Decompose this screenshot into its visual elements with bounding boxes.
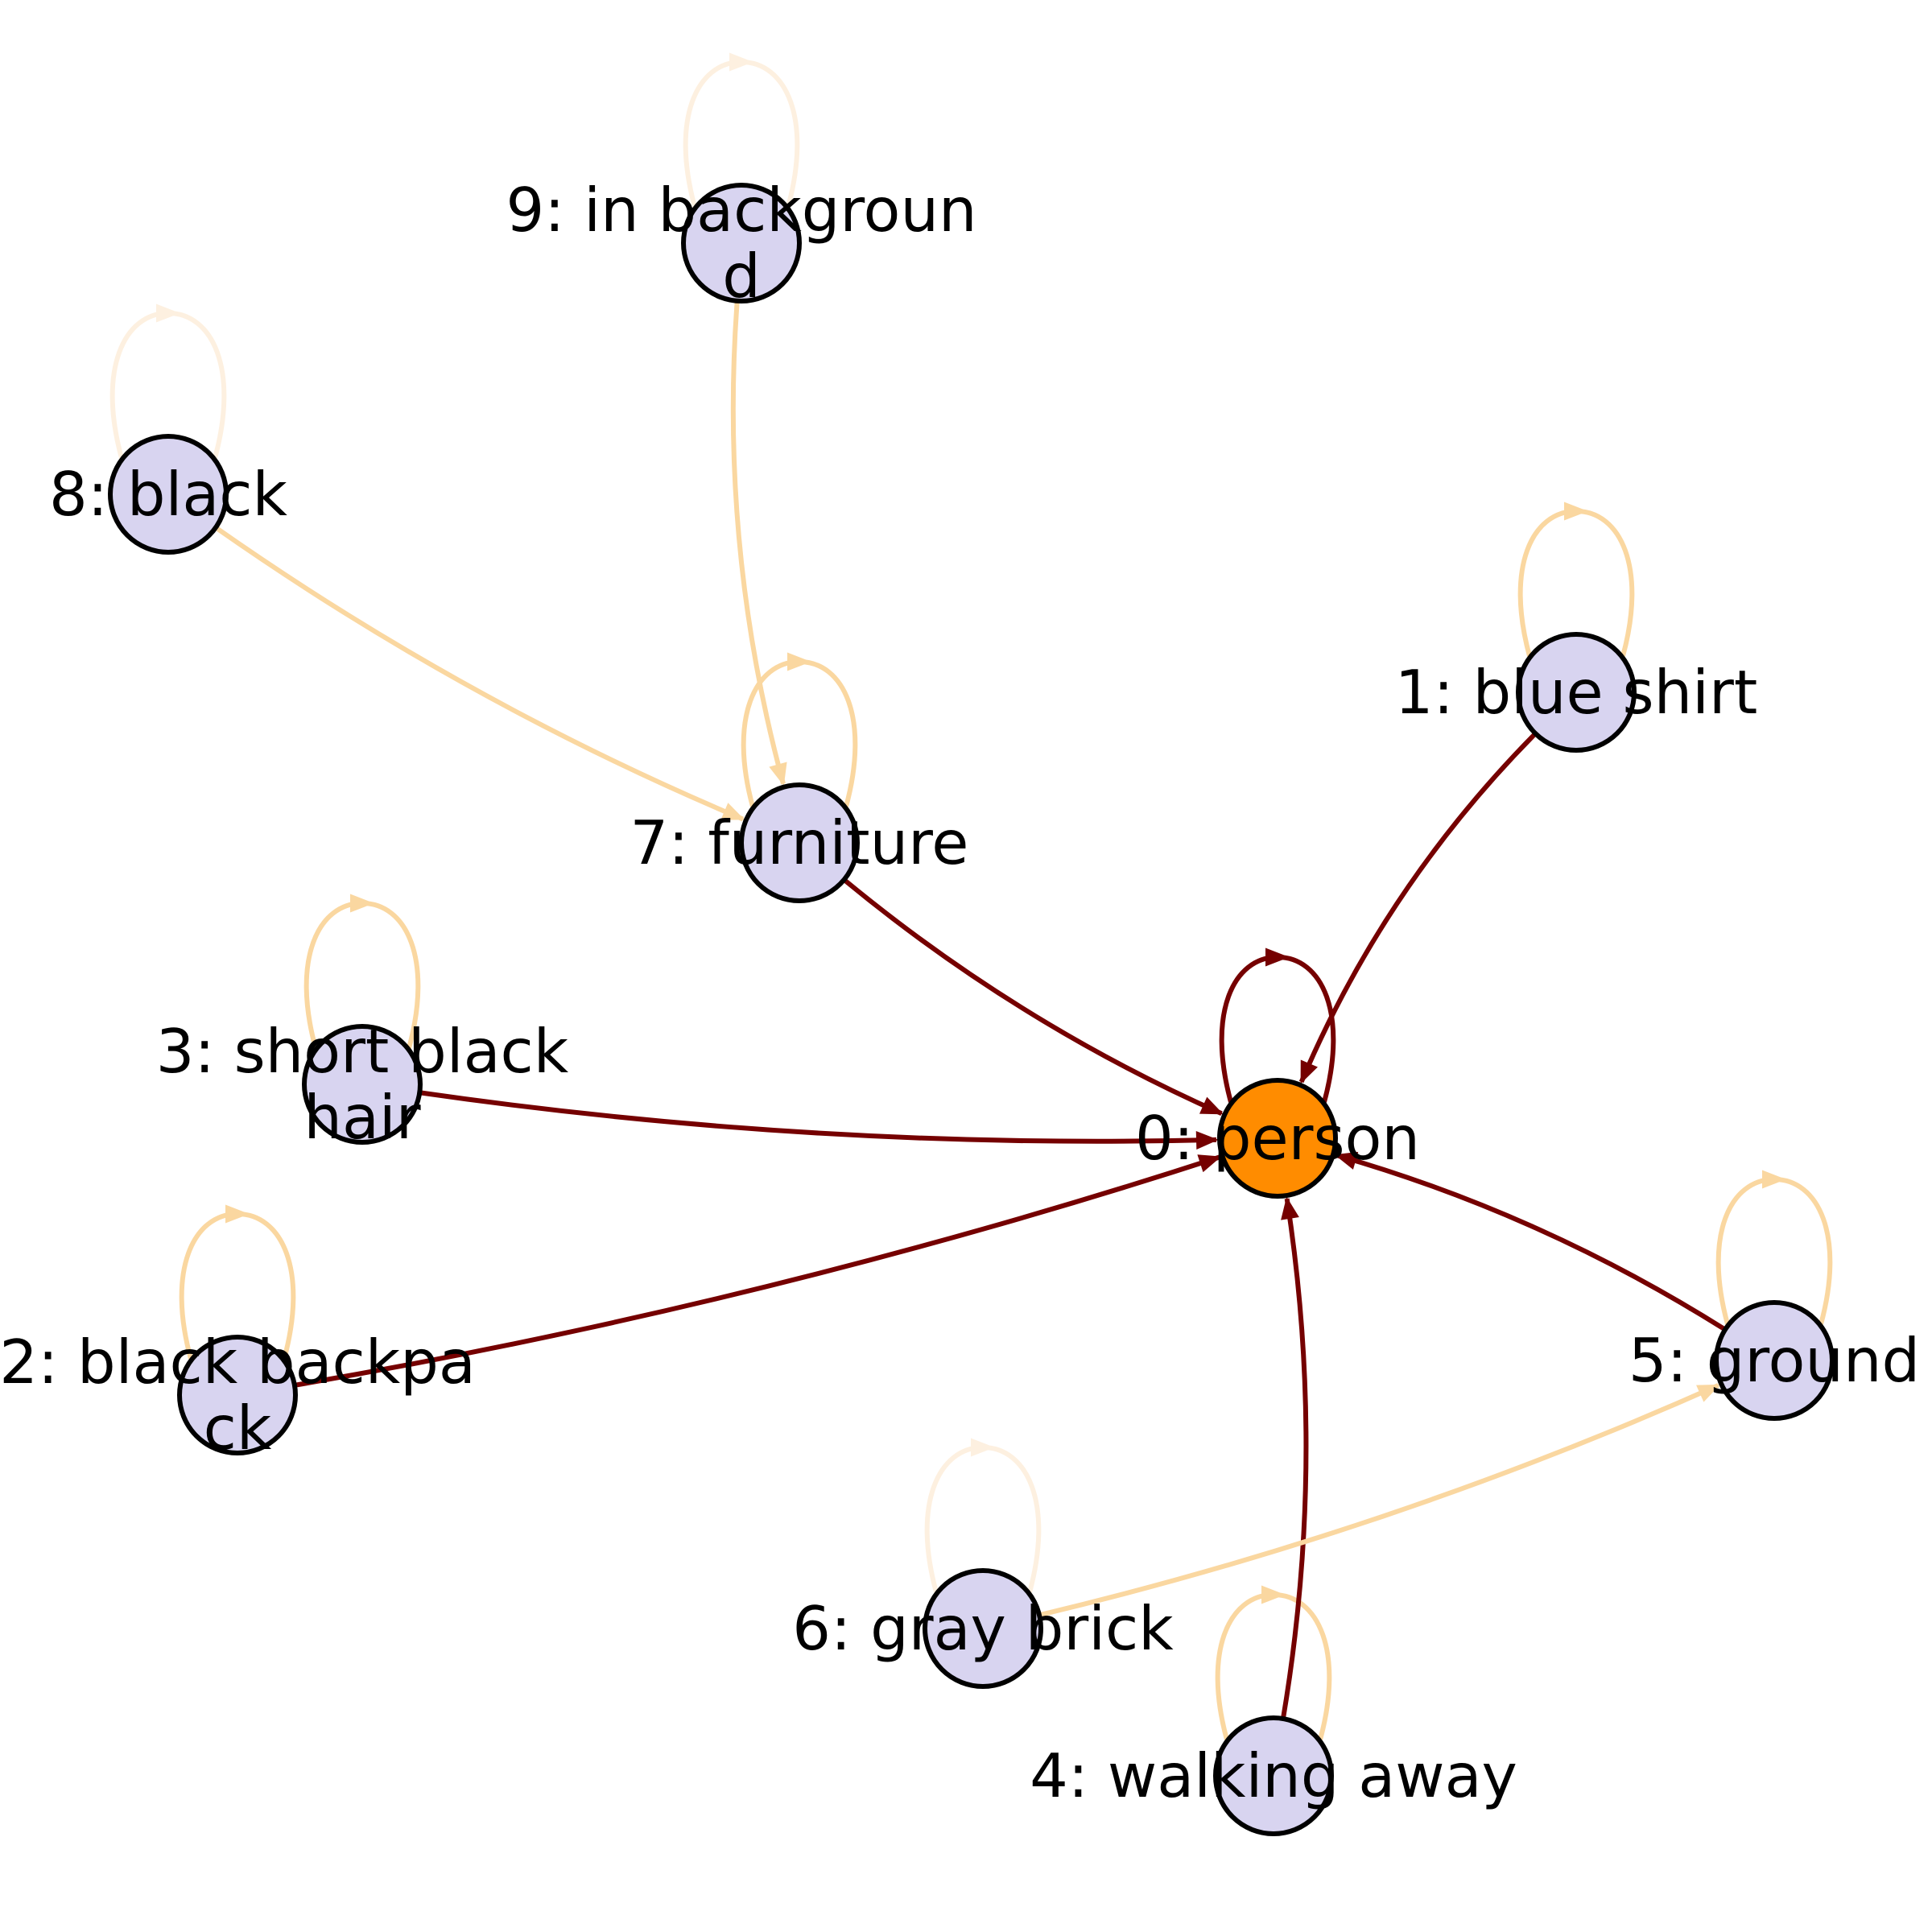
- node-0: [1217, 1078, 1338, 1199]
- node-1-label-line-0: 1: blue shirt: [1395, 657, 1757, 728]
- edge-7-to-0: [842, 877, 1224, 1116]
- node-9-label-line-0: 9: in backgroun: [506, 175, 976, 246]
- node-6: [923, 1568, 1043, 1689]
- node-8-label-line-0: 8: black: [49, 459, 287, 530]
- edge-9-to-7: [730, 300, 787, 786]
- edge-1-to-0: [1298, 732, 1538, 1084]
- node-9: [681, 183, 802, 303]
- edge-6-to-5: [1038, 1383, 1720, 1618]
- node-5: [1714, 1300, 1835, 1421]
- self-loop-node-7: [741, 652, 858, 807]
- edge-8-to-7: [214, 525, 745, 822]
- node-2-label-line-1: ck: [204, 1393, 272, 1463]
- node-5-label-line-0: 5: ground: [1629, 1325, 1920, 1396]
- self-loop-node-8: [109, 303, 227, 459]
- node-4-label-line-0: 4: walking away: [1030, 1740, 1517, 1811]
- self-loop-node-1: [1517, 502, 1635, 657]
- self-loop-node-6: [924, 1438, 1042, 1593]
- node-3: [302, 1024, 423, 1145]
- node-3-label-line-0: 3: short black: [156, 1016, 569, 1087]
- node-7-label-line-0: 7: furniture: [630, 807, 969, 878]
- self-loop-node-5: [1715, 1170, 1833, 1325]
- node-0-label-line-0: 0: person: [1135, 1103, 1420, 1174]
- node-9-label-line-1: d: [722, 241, 761, 312]
- edges: [214, 300, 1727, 1719]
- node-2: [177, 1335, 298, 1455]
- node-8: [108, 434, 229, 555]
- self-loop-node-4: [1215, 1585, 1332, 1740]
- node-3-label-line-1: hair: [303, 1082, 420, 1153]
- self-loop-node-0: [1219, 947, 1336, 1103]
- nodes: [108, 183, 1835, 1836]
- self-loop-node-9: [683, 52, 800, 208]
- node-2-label-line-0: 2: black backpa: [0, 1327, 476, 1397]
- node-1: [1516, 632, 1637, 753]
- self-loop-node-2: [179, 1204, 296, 1360]
- edge-5-to-0: [1334, 1151, 1727, 1332]
- node-7: [739, 782, 860, 903]
- edge-4-to-0: [1280, 1196, 1309, 1719]
- edge-3-to-0: [419, 1090, 1219, 1150]
- edge-2-to-0: [294, 1154, 1222, 1388]
- self-loops: [109, 52, 1833, 1740]
- node-6-label-line-0: 6: gray brick: [792, 1593, 1174, 1664]
- node-4: [1213, 1715, 1334, 1836]
- self-loop-node-3: [303, 894, 421, 1049]
